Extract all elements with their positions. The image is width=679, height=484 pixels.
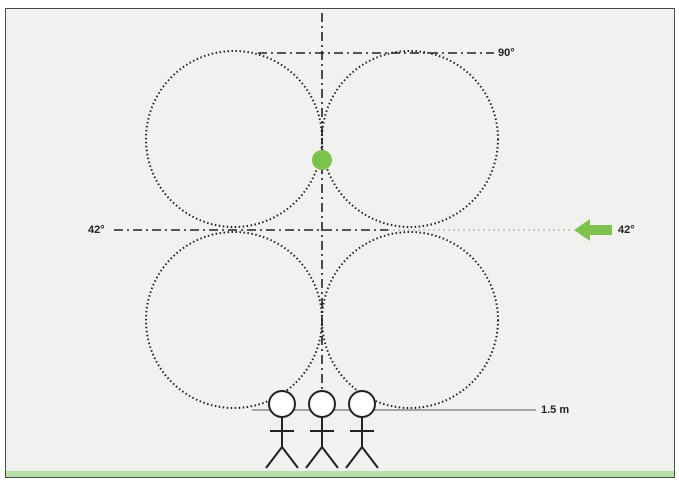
left-angle-label: 42° xyxy=(88,224,105,236)
stick-figure-right xyxy=(345,390,379,469)
diagram-frame: 90° 42° 42° 1.5 m xyxy=(5,8,675,478)
sun-marker xyxy=(312,150,332,170)
height-label: 1.5 m xyxy=(541,404,570,416)
circle-bottom-left xyxy=(145,231,323,409)
ground-strip xyxy=(6,471,674,477)
direction-arrow-icon xyxy=(574,219,612,241)
rainbow-geometry-diagram xyxy=(114,13,612,469)
circle-bottom-right xyxy=(321,231,499,409)
stick-figure-middle xyxy=(305,390,339,469)
circle-top-right xyxy=(321,50,499,228)
stick-figure-left xyxy=(265,390,299,469)
circle-top-left xyxy=(145,50,323,228)
right-angle-label: 42° xyxy=(618,224,635,236)
top-angle-label: 90° xyxy=(498,47,515,59)
